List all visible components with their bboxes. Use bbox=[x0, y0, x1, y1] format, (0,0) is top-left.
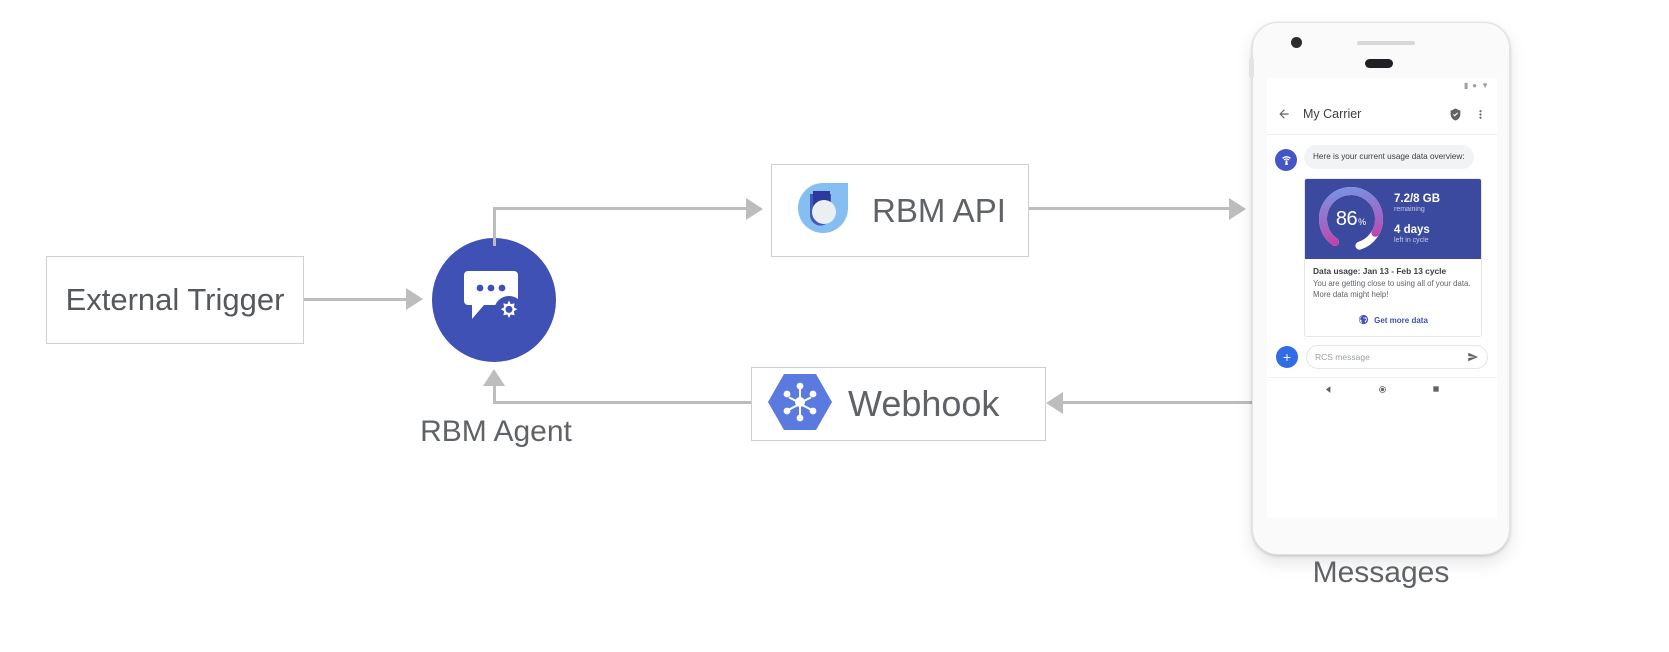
get-more-data-label: Get more data bbox=[1374, 316, 1428, 326]
incoming-message-row: Here is your current usage data overview… bbox=[1275, 145, 1489, 171]
rich-card-body: Data usage: Jan 13 - Feb 13 cycle You ar… bbox=[1305, 259, 1481, 305]
stat-remaining: 7.2/8 GB remaining bbox=[1394, 193, 1472, 215]
connector-trigger-to-agent bbox=[304, 298, 406, 301]
android-nav-bar bbox=[1267, 376, 1497, 403]
signal-icon: ▼ bbox=[1481, 81, 1489, 90]
front-camera-icon bbox=[1291, 37, 1302, 48]
arrowhead-phone-to-webhook bbox=[1046, 392, 1063, 414]
earpiece bbox=[1365, 59, 1393, 68]
external-trigger-node[interactable]: External Trigger bbox=[46, 256, 304, 344]
message-bubble: Here is your current usage data overview… bbox=[1304, 145, 1474, 169]
phone-caption: Messages bbox=[1312, 556, 1450, 589]
gauge-unit: % bbox=[1358, 217, 1367, 227]
rich-card-description: You are getting close to using all of yo… bbox=[1313, 279, 1471, 299]
send-icon[interactable] bbox=[1467, 351, 1479, 363]
connector-webhook-to-agent bbox=[493, 401, 751, 404]
nav-recents-icon[interactable] bbox=[1432, 385, 1440, 393]
get-more-data-button[interactable]: Get more data bbox=[1305, 305, 1481, 336]
arrowhead-webhook-to-agent bbox=[483, 369, 505, 386]
rich-card-title: Data usage: Jan 13 - Feb 13 cycle bbox=[1313, 266, 1447, 276]
stat-remaining-value: 7.2/8 GB bbox=[1394, 192, 1441, 205]
connector-agent-up bbox=[493, 208, 496, 246]
usage-stats: 7.2/8 GB remaining 4 days left in cycle bbox=[1392, 193, 1472, 245]
rbm-agent-node[interactable] bbox=[432, 238, 556, 362]
rbm-api-logo bbox=[790, 175, 856, 246]
webhook-label: Webhook bbox=[848, 383, 1000, 424]
usage-gauge: 86 % bbox=[1314, 182, 1388, 256]
carrier-avatar-icon bbox=[1275, 149, 1297, 171]
battery-icon: ▮ bbox=[1463, 81, 1469, 90]
rbm-api-node[interactable]: RBM API bbox=[771, 164, 1029, 257]
webhook-hexagon-icon bbox=[768, 372, 832, 437]
rbm-api-label: RBM API bbox=[872, 191, 1006, 229]
connector-agent-to-rbmapi bbox=[493, 207, 746, 210]
arrowhead-trigger-to-agent bbox=[406, 288, 423, 310]
conversation-title: My Carrier bbox=[1303, 107, 1362, 121]
rcs-message-input[interactable]: RCS message bbox=[1306, 344, 1488, 369]
stat-remaining-label: remaining bbox=[1394, 206, 1425, 214]
conversation-thread: Here is your current usage data overview… bbox=[1267, 135, 1497, 337]
message-composer: + RCS message bbox=[1267, 336, 1497, 377]
back-arrow-icon[interactable] bbox=[1277, 107, 1291, 121]
nav-back-icon[interactable] bbox=[1324, 385, 1333, 394]
stat-days-value: 4 days bbox=[1394, 223, 1430, 236]
speaker-grille bbox=[1357, 41, 1415, 45]
usage-panel: 86 % 7.2/8 GB remaining 4 days lef bbox=[1305, 179, 1481, 259]
arrowhead-agent-to-rbmapi bbox=[746, 198, 763, 220]
app-bar: My Carrier bbox=[1267, 94, 1497, 135]
arrowhead-rbmapi-to-phone bbox=[1229, 198, 1246, 220]
connector-rbmapi-to-phone bbox=[1029, 207, 1229, 210]
nav-home-icon[interactable] bbox=[1378, 385, 1387, 394]
gauge-number: 86 bbox=[1335, 207, 1358, 230]
rbm-agent-label: RBM Agent bbox=[420, 415, 572, 448]
stat-days: 4 days left in cycle bbox=[1394, 224, 1472, 246]
connector-phone-to-webhook bbox=[1063, 401, 1253, 404]
power-button[interactable] bbox=[1249, 58, 1254, 78]
status-bar: ▮ ● ▼ bbox=[1267, 78, 1497, 94]
dot-icon: ● bbox=[1472, 81, 1478, 90]
rcs-input-placeholder: RCS message bbox=[1315, 351, 1370, 362]
plus-icon[interactable]: + bbox=[1276, 345, 1298, 368]
phone-device: ▮ ● ▼ My Carrier bbox=[1249, 22, 1510, 555]
chat-gear-icon bbox=[462, 269, 526, 332]
connector-agent-up-tail bbox=[493, 386, 496, 402]
gauge-value: 86 % bbox=[1314, 182, 1388, 256]
more-vert-icon[interactable] bbox=[1474, 108, 1487, 121]
data-usage-rich-card[interactable]: 86 % 7.2/8 GB remaining 4 days lef bbox=[1304, 178, 1482, 337]
webhook-node[interactable]: Webhook bbox=[751, 367, 1046, 441]
verified-shield-icon[interactable] bbox=[1449, 108, 1462, 121]
message-text: Here is your current usage data overview… bbox=[1313, 152, 1465, 161]
phone-screen: ▮ ● ▼ My Carrier bbox=[1267, 78, 1497, 518]
stat-days-label: left in cycle bbox=[1394, 236, 1429, 244]
globe-icon bbox=[1358, 312, 1369, 330]
external-trigger-label: External Trigger bbox=[65, 282, 285, 317]
